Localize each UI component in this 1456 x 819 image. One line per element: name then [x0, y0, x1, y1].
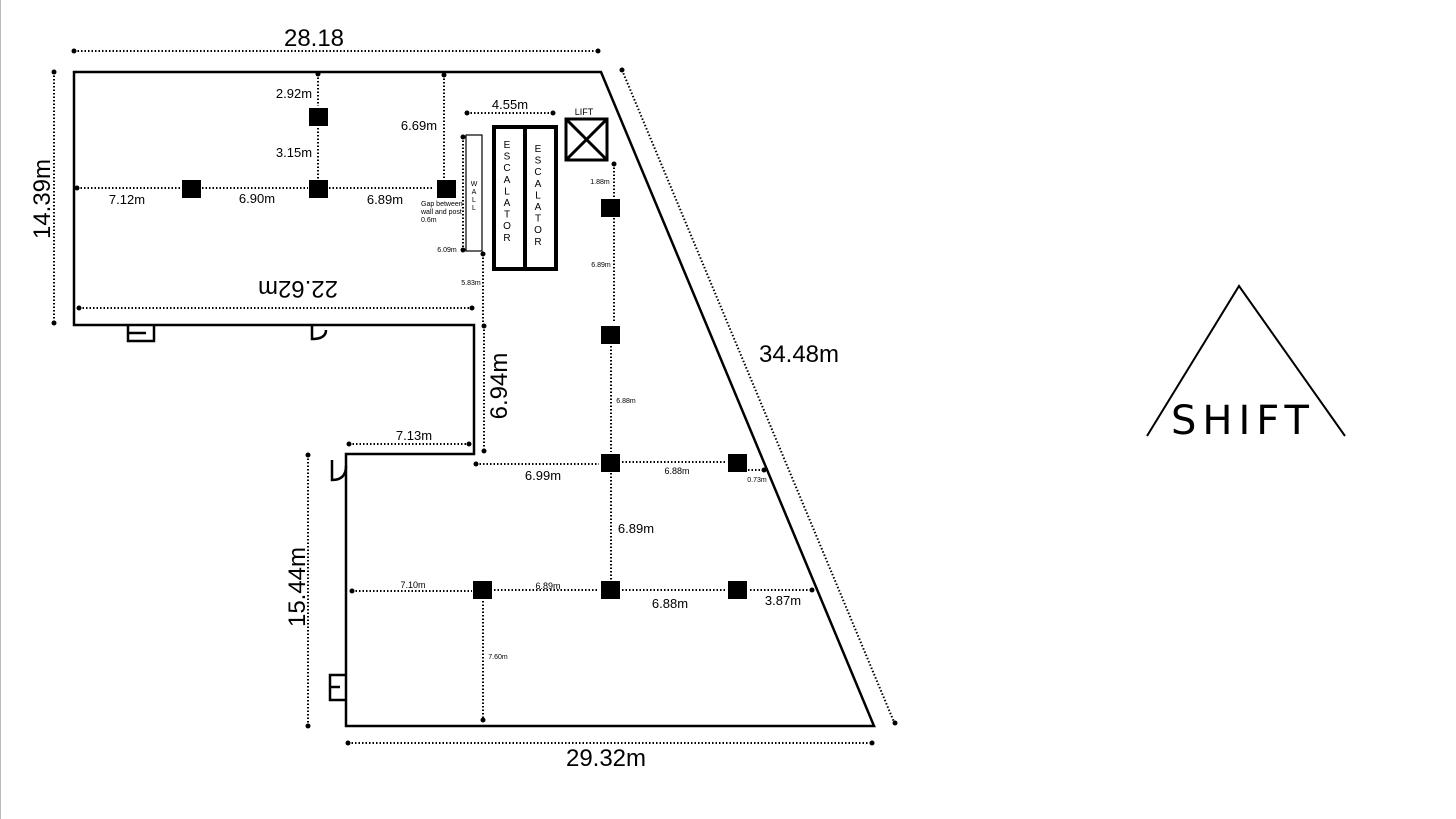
label-letter: C — [503, 163, 510, 174]
label-letter: R — [503, 233, 510, 244]
dim-688b: 6.88m — [664, 466, 689, 476]
dim-bottom-width: 29.32m — [566, 745, 646, 772]
dim-top-width: 28.18 — [284, 25, 344, 52]
dim-688c: 6.88m — [652, 596, 688, 611]
dim-710: 7.10m — [400, 580, 425, 590]
label-letter: L — [504, 186, 510, 197]
label-letter: T — [535, 214, 541, 225]
dim-689d: 6.89m — [535, 581, 560, 591]
dim-mid-width: 22.62m — [258, 275, 338, 302]
dim-690: 6.90m — [239, 191, 275, 206]
column-post-icon — [728, 454, 747, 472]
dim-583: 5.83m — [461, 280, 481, 287]
label-letter: E — [504, 140, 511, 151]
column-posts — [182, 108, 747, 599]
lift-label: LIFT — [575, 107, 594, 117]
label-letter: A — [504, 198, 511, 209]
logo-text: SHIFT — [1171, 398, 1315, 444]
column-post-icon — [601, 199, 620, 217]
label-letter: E — [535, 144, 542, 155]
column-post-icon — [309, 108, 328, 126]
lift-cross-icon — [564, 117, 609, 162]
label-letter: A — [535, 202, 542, 213]
dim-699: 6.99m — [525, 468, 561, 483]
column-post-icon — [437, 180, 456, 198]
dim-mid-height: 6.94m — [486, 353, 513, 420]
label-letter: T — [504, 210, 510, 221]
door-icon — [310, 325, 328, 341]
label-letter: A — [535, 179, 542, 190]
label-letter: A — [472, 189, 477, 196]
label-letter: L — [472, 197, 476, 204]
label-letter: C — [534, 167, 541, 178]
dim-455: 4.55m — [492, 97, 528, 112]
dim-bottom-height: 15.44m — [284, 547, 311, 627]
dim-387: 3.87m — [765, 593, 801, 608]
column-post-icon — [473, 581, 492, 599]
gap-note-line1: Gap between — [421, 201, 463, 208]
label-letter: O — [534, 225, 542, 236]
label-letter: S — [535, 156, 542, 167]
dim-073: 0.73m — [747, 477, 767, 484]
label-letter: W — [471, 181, 478, 188]
label-letter: O — [503, 221, 511, 232]
dim-689a: 6.89m — [367, 192, 403, 207]
door-icon — [330, 460, 348, 482]
door-icon — [126, 325, 156, 343]
interior-wall — [465, 134, 483, 252]
dim-609: 6.09m — [437, 247, 457, 254]
dim-left-height: 14.39m — [29, 159, 56, 239]
label-letter: A — [504, 175, 511, 186]
gap-note-line2: wall and post — [420, 209, 462, 216]
dim-188: 1.88m — [590, 179, 610, 186]
column-post-icon — [728, 581, 747, 599]
dim-688a: 6.88m — [616, 398, 636, 405]
dimension-lines — [53, 50, 895, 744]
dim-292: 2.92m — [276, 86, 312, 101]
dimension-endpoints — [51, 48, 898, 746]
column-post-icon — [601, 581, 620, 599]
column-post-icon — [601, 326, 620, 344]
label-letter: L — [535, 190, 541, 201]
dim-689b: 6.89m — [591, 262, 611, 269]
dim-760: 7.60m — [488, 654, 508, 661]
column-post-icon — [309, 180, 328, 198]
dim-step-width: 7.13m — [396, 428, 432, 443]
dim-669: 6.69m — [401, 118, 437, 133]
column-post-icon — [601, 454, 620, 472]
shift-logo: SHIFT — [1146, 284, 1346, 444]
dim-712: 7.12m — [109, 192, 145, 207]
gap-note-line3: 0.6m — [421, 217, 437, 224]
dim-689c: 6.89m — [618, 521, 654, 536]
floor-outline — [72, 70, 876, 728]
label-letter: R — [534, 237, 541, 248]
label-letter: S — [504, 152, 511, 163]
dim-diagonal: 34.48m — [759, 341, 839, 368]
dim-315: 3.15m — [276, 145, 312, 160]
label-letter: L — [472, 205, 476, 212]
door-icon — [328, 673, 346, 702]
column-post-icon — [182, 180, 201, 198]
